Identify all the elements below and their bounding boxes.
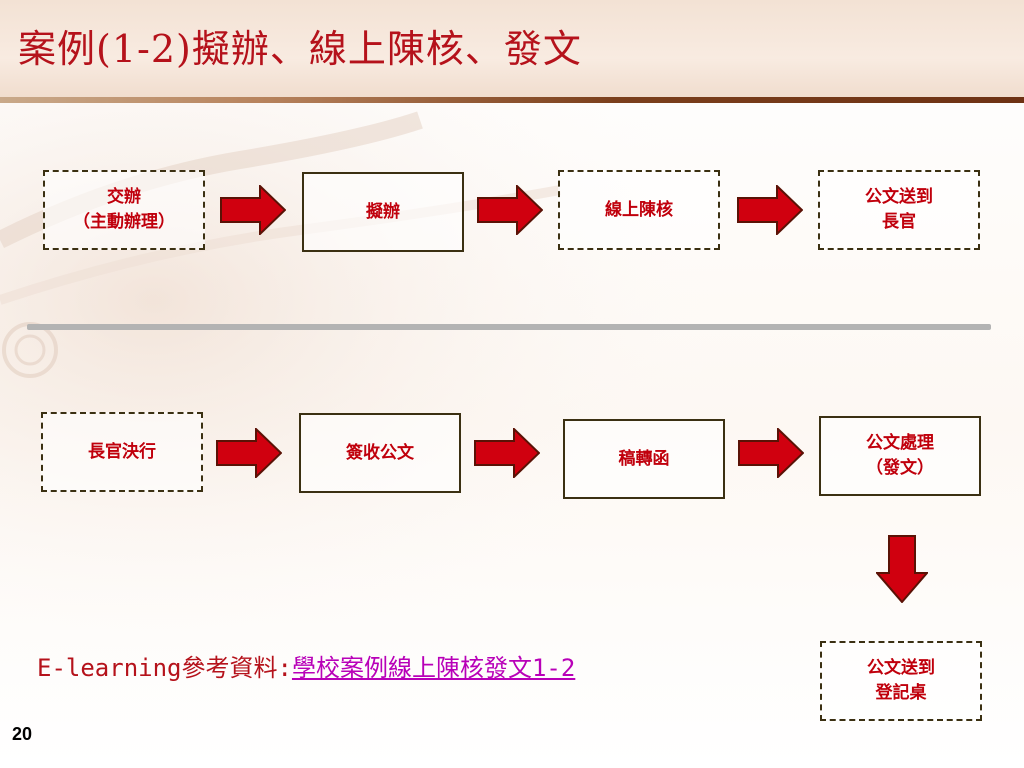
flow-node-send-to-supervisor: 公文送到 長官 — [818, 170, 980, 250]
elearning-prefix: E-learning參考資料: — [37, 654, 292, 682]
elearning-link[interactable]: 學校案例線上陳核發文1-2 — [291, 654, 576, 682]
flow-node-label: 線上陳核 — [605, 199, 673, 220]
right-arrow-icon — [737, 185, 803, 235]
flow-node-registry-desk: 公文送到 登記桌 — [820, 641, 982, 721]
right-arrow-icon — [738, 428, 804, 478]
right-arrow-icon — [216, 428, 282, 478]
elearning-reference: E-learning參考資料:學校案例線上陳核發文1-2 — [37, 648, 575, 683]
flow-node-label: 長官決行 — [88, 441, 156, 462]
flow-node-label: 稿轉函 — [618, 448, 670, 469]
page-number: 20 — [12, 724, 33, 744]
flow-node-draft: 擬辦 — [302, 172, 464, 252]
title-underline — [0, 97, 1024, 103]
slide-title: 案例(1-2)擬辦、線上陳核、發文 — [18, 27, 582, 71]
flow-node-label: 公文處理 （發文） — [866, 433, 934, 478]
flow-node-label: 公文送到 長官 — [865, 187, 933, 232]
title-bar — [0, 0, 1024, 97]
flow-node-supervisor-approval: 長官決行 — [41, 412, 203, 492]
flow-node-sign-receive: 簽收公文 — [299, 413, 461, 493]
right-arrow-icon — [477, 185, 543, 235]
right-arrow-icon — [474, 428, 540, 478]
down-arrow-icon — [876, 535, 928, 603]
flow-node-assign: 交辦 （主動辦理） — [43, 170, 205, 250]
section-divider — [27, 324, 991, 330]
flow-node-draft-to-letter: 稿轉函 — [563, 419, 725, 499]
flow-node-label: 擬辦 — [366, 201, 400, 222]
right-arrow-icon — [220, 185, 286, 235]
flow-node-label: 公文送到 登記桌 — [867, 658, 935, 703]
flow-node-document-dispatch: 公文處理 （發文） — [819, 416, 981, 496]
flow-node-label: 簽收公文 — [346, 442, 414, 463]
flow-node-online-review: 線上陳核 — [558, 170, 720, 250]
flow-node-label: 交辦 （主動辦理） — [73, 187, 175, 232]
